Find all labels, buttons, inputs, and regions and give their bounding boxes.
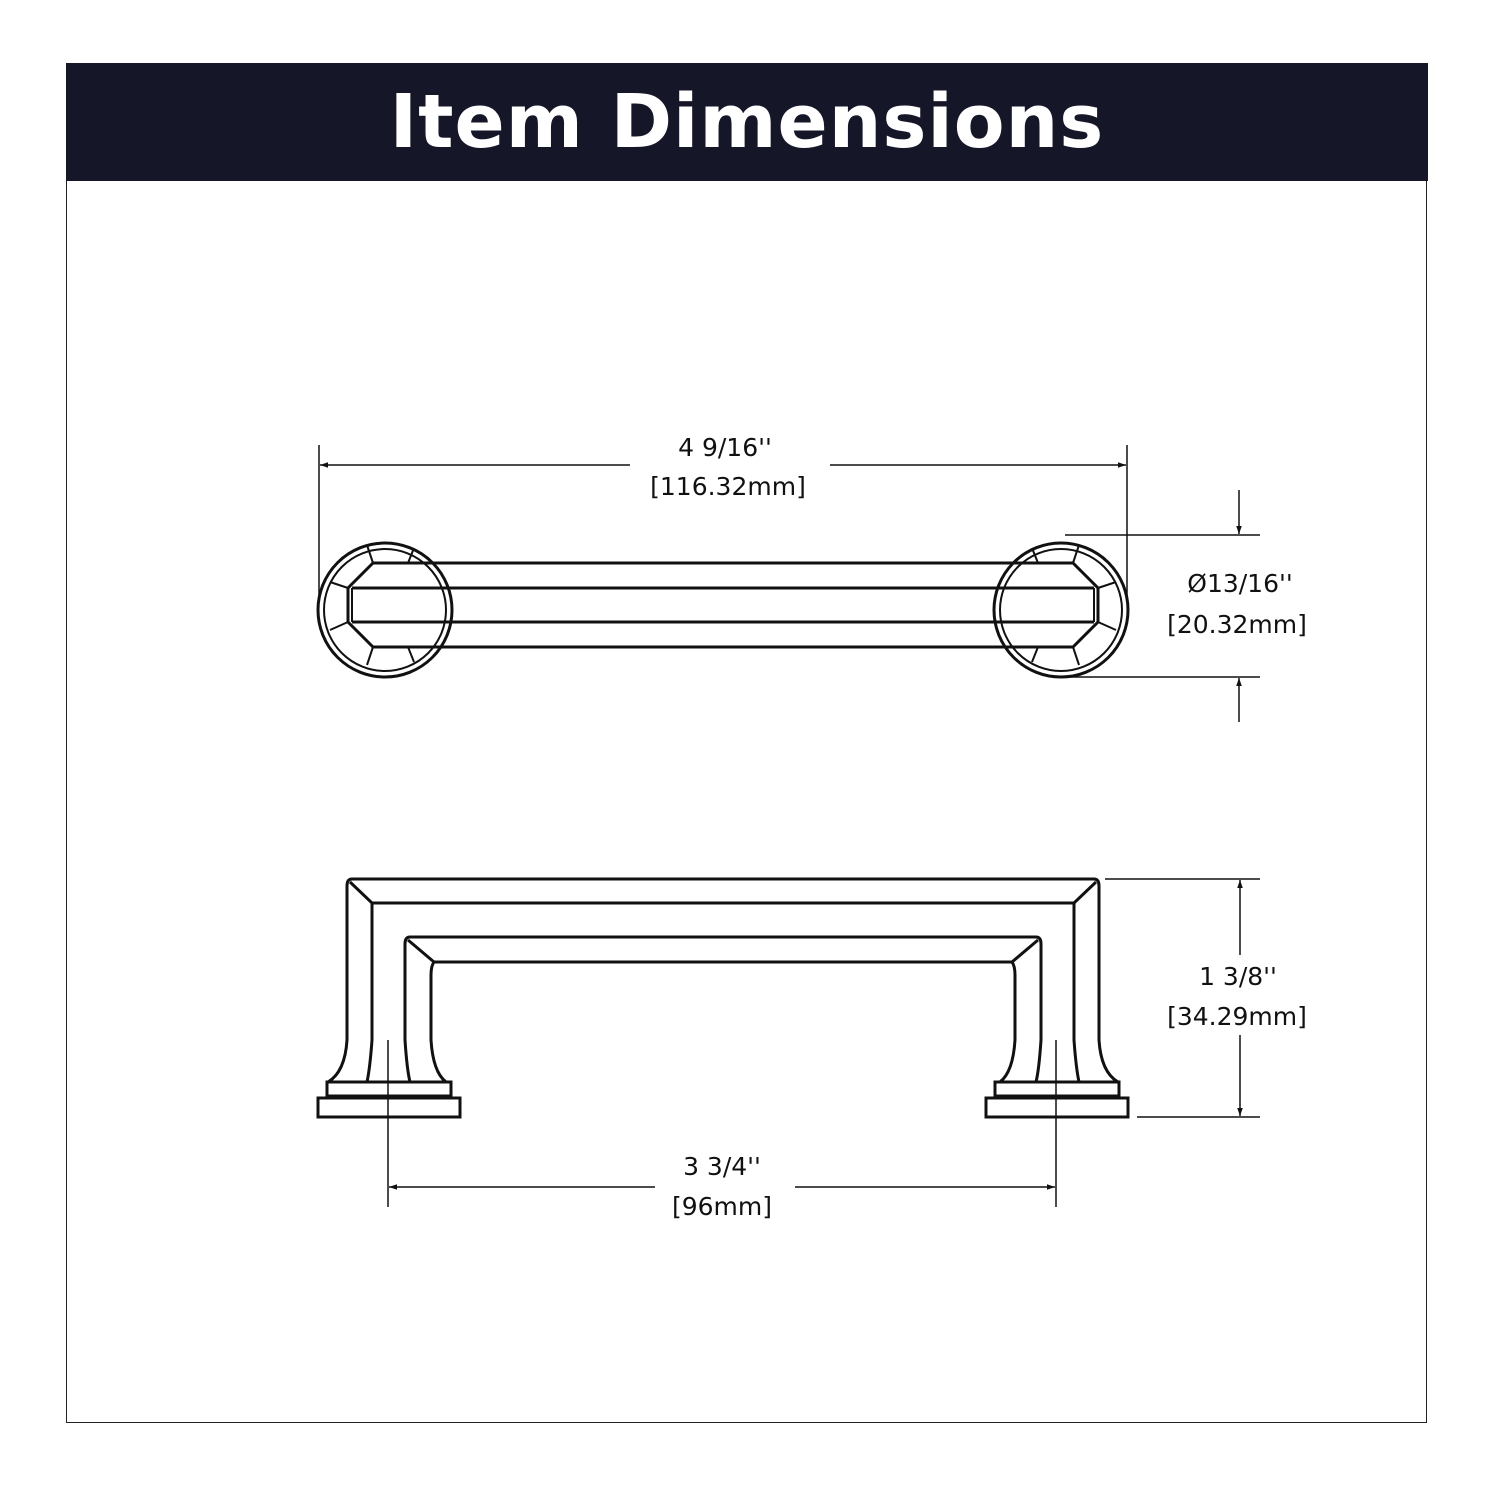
- diameter-metric: [20.32mm]: [1167, 610, 1307, 639]
- header-banner: Item Dimensions: [66, 63, 1428, 181]
- diameter-imperial: Ø13/16'': [1187, 569, 1292, 598]
- height-dimension: [1105, 878, 1260, 1118]
- page-title: Item Dimensions: [389, 79, 1105, 165]
- side-view-left-leg: [316, 877, 725, 1119]
- top-view-left-post: [316, 541, 454, 679]
- length-imperial: 4 9/16'': [678, 433, 772, 462]
- center-to-center-imperial: 3 3/4'': [683, 1152, 761, 1181]
- top-view-right-post: [992, 541, 1130, 679]
- side-view-handle: [316, 877, 1130, 1119]
- height-metric: [34.29mm]: [1167, 1002, 1307, 1031]
- length-metric: [116.32mm]: [650, 472, 806, 501]
- side-view-right-leg: [721, 877, 1130, 1119]
- center-to-center-metric: [96mm]: [672, 1192, 772, 1221]
- center-to-center-dimension: [387, 1040, 1057, 1207]
- diameter-dimension: [1065, 490, 1260, 722]
- height-imperial: 1 3/8'': [1199, 962, 1277, 991]
- top-view-handle: [316, 541, 1130, 679]
- length-dimension: [318, 445, 1128, 600]
